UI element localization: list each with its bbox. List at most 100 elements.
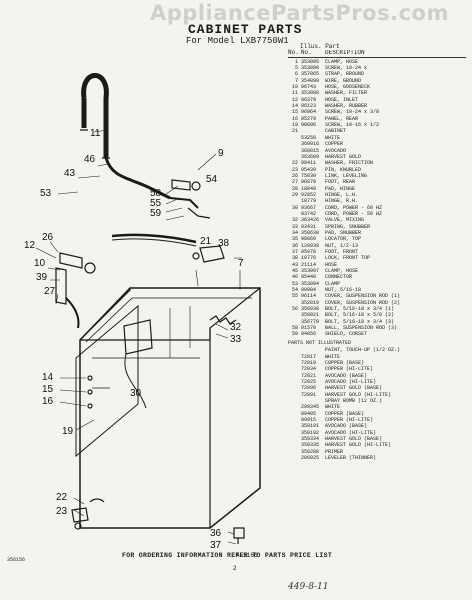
part-description: SCREW, 10-24 x 3/8	[325, 109, 380, 116]
illus-number: 35	[291, 236, 298, 243]
part-number: 120039	[301, 242, 320, 249]
part-description: PAINT, TOUCH-UP (1/2 OZ.)	[325, 347, 401, 354]
callout-9: 9	[218, 148, 224, 159]
part-description: STRAP, GROUND	[325, 71, 365, 78]
callout-36: 36	[210, 528, 222, 539]
callout-19: 19	[62, 426, 74, 437]
part-number: 96743	[301, 84, 317, 91]
part-description: CLAMP, HOSE	[325, 268, 359, 275]
illus-number: 22	[291, 160, 298, 167]
part-description: HINGE, R.H.	[325, 198, 359, 205]
part-description: WASHER, FRICTION	[325, 160, 374, 167]
part-description: COPPER (HI-LITE)	[325, 366, 374, 373]
page-subtitle: For Model LXB7750W1	[186, 36, 289, 46]
part-description: CLAMP	[325, 280, 341, 287]
illus-number: 21	[291, 128, 298, 135]
part-number: 96123	[301, 103, 317, 110]
illus-number: 7	[294, 77, 298, 84]
part-number: 90984	[301, 287, 317, 294]
part-number: 18776	[301, 255, 317, 262]
part-description: WHITE	[325, 353, 341, 360]
callout-43: 43	[64, 168, 76, 179]
part-description: CORD, POWER - 60 HZ	[325, 204, 383, 211]
part-number: 89915	[301, 416, 317, 423]
illus-number: 45	[291, 268, 298, 275]
part-number: 350334	[301, 435, 320, 442]
part-number: 95978	[301, 249, 317, 255]
parts-list-header: No. No. DESCRIPTION	[288, 49, 466, 58]
callout-59: 59	[150, 208, 162, 219]
part-description: AVOCADO (HI-LITE)	[325, 378, 377, 385]
part-number: 98606	[301, 122, 317, 129]
callout-11: 11	[90, 128, 101, 139]
part-number: 96964	[301, 109, 317, 116]
page-number: 2	[233, 565, 237, 572]
part-number: 72019	[301, 359, 317, 366]
table-row: 72025 AVOCADO (HI-LITE)	[288, 379, 466, 385]
part-number: 358021	[301, 312, 320, 319]
illus-number: 29	[291, 191, 298, 198]
valve-bracket	[199, 245, 225, 263]
part-description: NUT, 5/16-18	[325, 287, 362, 294]
part-description: WHITE	[325, 134, 341, 141]
diagram-number: A-5166	[236, 552, 258, 559]
part-number: 356770	[301, 318, 320, 325]
part-number: 98869	[301, 236, 317, 243]
illus-number: 33	[291, 223, 298, 230]
part-description: SPRING, SNUBBER	[325, 223, 371, 230]
part-number: 72025	[301, 378, 317, 385]
illus-number: 16	[291, 115, 298, 122]
part-number: 72021	[301, 372, 317, 379]
inlet-hose	[104, 157, 171, 200]
part-number: 18849	[301, 185, 317, 192]
part-description: PANEL, REAR	[325, 115, 359, 122]
table-row: PAINT, TOUCH-UP (1/2 OZ.)	[288, 347, 466, 353]
part-number: 95279	[301, 115, 317, 122]
gooseneck-hose	[81, 73, 109, 158]
part-description: CLAMP, HOSE	[325, 58, 359, 65]
part-description: COPPER	[325, 141, 344, 148]
watermark: AppliancePartsPros.com	[150, 1, 449, 25]
illus-number: 32	[291, 217, 298, 224]
part-number: 363426	[301, 217, 320, 224]
callout-14: 14	[42, 372, 54, 383]
handwritten-note: 449-8-11	[288, 582, 329, 592]
illus-number: 28	[291, 185, 298, 192]
illus-number: 12	[291, 96, 298, 103]
callout-27: 27	[44, 286, 56, 297]
part-description: PAD, SNUBBER	[325, 229, 362, 236]
part-number: 353095	[301, 58, 320, 65]
part-description: COPPER (BASE)	[325, 359, 365, 366]
col-header-part: No.	[301, 49, 312, 57]
part-description: WHITE	[325, 404, 341, 411]
illus-number: 54	[291, 287, 298, 294]
part-description: HOSE, GOOSENECK	[325, 84, 371, 91]
